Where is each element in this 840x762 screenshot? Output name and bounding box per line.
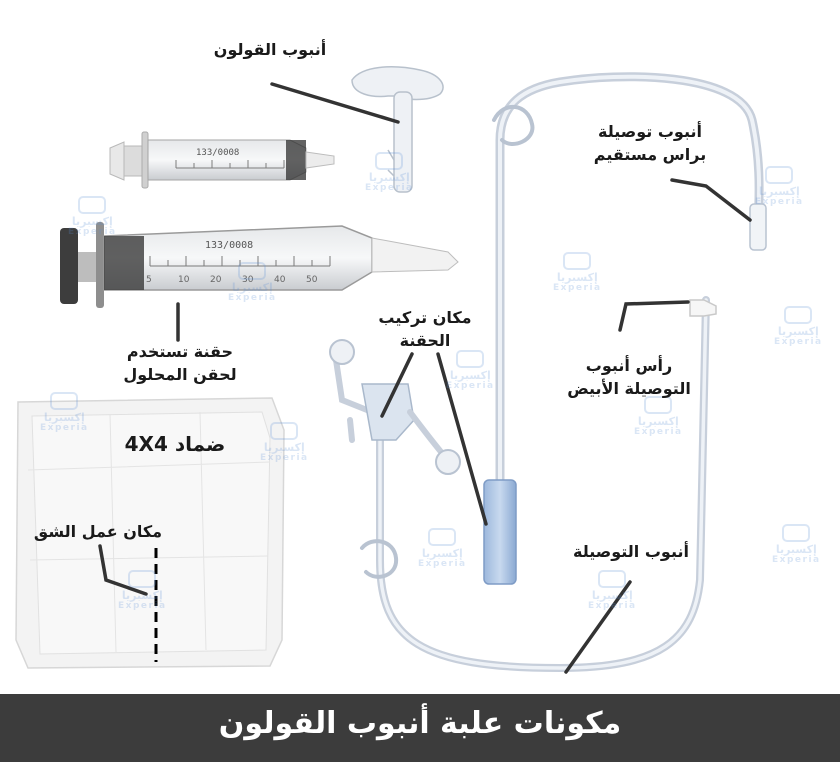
label-syringe-port: مكان تركيب الحقنة [378, 308, 472, 351]
large-syringe-print: 133/0008 [205, 240, 253, 251]
callout-syringe-port [380, 352, 414, 418]
callout-white-head [618, 300, 690, 332]
callout-incision [98, 544, 148, 596]
callout-extension-tube [564, 580, 632, 674]
footer-bar: مكونات علبة أنبوب القولون [0, 694, 840, 762]
large-syringe-scale-6: 50 [306, 275, 318, 285]
large-syringe-scale-2: 10 [178, 275, 190, 285]
gauze-pad [15, 397, 285, 669]
label-incision: مكان عمل الشق [33, 522, 163, 541]
small-syringe: 133/0008 [109, 131, 335, 189]
large-syringe-scale-4: 30 [242, 275, 254, 285]
label-white-head: رأس أنبوب التوصيلة الأبيض [567, 356, 691, 399]
colon-tube-device [351, 66, 444, 193]
label-gauze: ضماد 4X4 [124, 432, 226, 456]
large-syringe: 133/0008 5 10 20 30 40 50 [60, 222, 459, 308]
kit-photo: 133/0008 5 10 20 30 40 50 133/0008 [15, 66, 767, 674]
callout-syringe-port-2 [436, 352, 488, 526]
label-syringe: حقنة تستخدم لحقن المحلول [123, 342, 237, 385]
label-extension-straight: أنبوب توصيلة براس مستقيم [593, 122, 707, 165]
callout-colon-tube [270, 82, 400, 124]
large-syringe-scale-5: 40 [274, 275, 286, 285]
footer-title: مكونات علبة أنبوب القولون [218, 706, 622, 741]
small-syringe-print: 133/0008 [196, 148, 239, 158]
large-syringe-scale-1: 5 [146, 275, 152, 285]
callout-lines [98, 82, 752, 674]
large-syringe-scale-3: 20 [210, 275, 222, 285]
extension-tube-set [329, 72, 767, 673]
callout-extension-straight [670, 178, 752, 222]
label-extension-tube: أنبوب التوصيلة [573, 542, 689, 561]
label-colon-tube: أنبوب القولون [213, 40, 327, 59]
